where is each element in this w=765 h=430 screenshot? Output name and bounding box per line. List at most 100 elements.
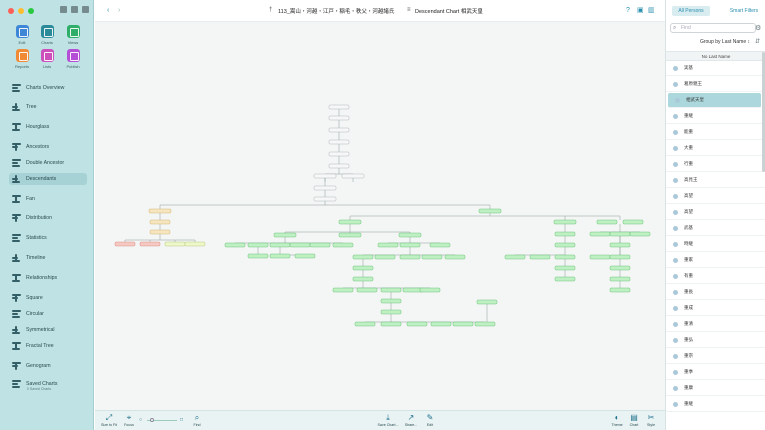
nav-item-charts-overview[interactable]: Charts Overview — [9, 82, 87, 94]
person-row[interactable]: 葛原親王 — [666, 77, 765, 92]
person-row[interactable]: 高見王 — [666, 173, 765, 188]
person-node[interactable] — [332, 242, 354, 248]
person-node[interactable] — [114, 241, 136, 247]
person-row[interactable]: 重弘 — [666, 333, 765, 348]
person-node[interactable] — [380, 298, 402, 304]
person-node[interactable] — [609, 276, 631, 282]
person-node[interactable] — [269, 253, 291, 259]
tab-all-persons[interactable]: All Persons — [672, 6, 710, 16]
person-node[interactable] — [609, 242, 631, 248]
person-node[interactable] — [554, 242, 576, 248]
person-node[interactable] — [554, 231, 576, 237]
focus-button[interactable]: ⌖ Focus — [117, 413, 141, 427]
person-node[interactable] — [374, 254, 396, 260]
person-row[interactable]: 重成 — [666, 301, 765, 316]
person-node[interactable] — [399, 254, 421, 260]
person-node[interactable] — [553, 219, 577, 225]
scrollbar[interactable] — [762, 52, 765, 172]
person-node[interactable] — [589, 254, 611, 260]
nav-item-relationships[interactable]: Relationships — [9, 272, 87, 284]
edit-app-button[interactable]: Edit — [10, 25, 34, 45]
person-node[interactable] — [273, 232, 297, 238]
person-row[interactable]: 行重 — [666, 157, 765, 172]
person-row[interactable]: 相武天皇 — [668, 93, 761, 108]
person-node[interactable] — [609, 231, 631, 237]
person-node[interactable] — [289, 242, 311, 248]
person-row[interactable]: 重継 — [666, 109, 765, 124]
group-by-select[interactable]: Group by Last Name ↕ — [670, 37, 754, 47]
person-search-input[interactable]: ⌕ Find — [670, 23, 756, 33]
bookmark-icon[interactable] — [71, 6, 78, 13]
save-chart-button[interactable]: ⤓ Save Chart... — [376, 413, 400, 427]
person-node[interactable] — [419, 287, 441, 293]
person-node[interactable] — [421, 254, 443, 260]
style-button[interactable]: ✂ Style — [639, 413, 663, 427]
minimize-window-button[interactable] — [18, 8, 24, 14]
nav-item-fractal-tree[interactable]: Fractal Tree — [9, 340, 87, 352]
window-layout-icon[interactable]: ▣ — [637, 7, 644, 14]
person-row[interactable]: 重康 — [666, 381, 765, 396]
person-node[interactable] — [629, 231, 651, 237]
person-row[interactable]: 大重 — [666, 141, 765, 156]
back-button[interactable]: ‹ — [107, 7, 110, 14]
find-button[interactable]: ⌕ Find — [185, 413, 209, 427]
person-node[interactable] — [352, 276, 374, 282]
nav-item-statistics[interactable]: Statistics — [9, 232, 87, 244]
person-node[interactable] — [622, 219, 644, 225]
person-node[interactable] — [377, 242, 399, 248]
person-node[interactable] — [596, 219, 618, 225]
person-node[interactable] — [139, 241, 161, 247]
person-row[interactable]: 重継 — [666, 397, 765, 412]
person-node[interactable] — [452, 321, 474, 327]
person-node[interactable] — [352, 265, 374, 271]
person-node[interactable] — [380, 321, 402, 327]
forward-button[interactable]: › — [118, 7, 121, 14]
person-node[interactable] — [554, 276, 576, 282]
person-node[interactable] — [224, 242, 246, 248]
person-node[interactable] — [589, 231, 611, 237]
person-node[interactable] — [341, 173, 365, 179]
person-row[interactable]: 重長 — [666, 285, 765, 300]
person-node[interactable] — [148, 208, 172, 214]
person-node[interactable] — [356, 287, 378, 293]
person-node[interactable] — [430, 321, 452, 327]
person-row[interactable]: 能重 — [666, 125, 765, 140]
lists-app-button[interactable]: Lists — [35, 49, 59, 69]
nav-item-genogram[interactable]: Genogram — [9, 360, 87, 372]
reports-app-button[interactable]: Reports — [10, 49, 34, 69]
person-node[interactable] — [328, 104, 350, 110]
person-node[interactable] — [269, 242, 291, 248]
person-node[interactable] — [184, 241, 206, 247]
person-node[interactable] — [338, 219, 362, 225]
person-node[interactable] — [328, 151, 350, 157]
person-node[interactable] — [338, 232, 362, 238]
views-app-button[interactable]: Views — [61, 25, 85, 45]
person-node[interactable] — [294, 253, 316, 259]
person-row[interactable]: 実基 — [666, 61, 765, 76]
tag-icon[interactable] — [60, 6, 67, 13]
nav-item-hourglass[interactable]: Hourglass — [9, 121, 87, 133]
person-node[interactable] — [504, 254, 526, 260]
edit-button[interactable]: ✎ Edit — [418, 413, 442, 427]
zoom-window-button[interactable] — [28, 8, 34, 14]
person-node[interactable] — [609, 254, 631, 260]
nav-item-timeline[interactable]: Timeline — [9, 252, 87, 264]
person-node[interactable] — [328, 115, 350, 121]
nav-item-tree[interactable]: Tree — [9, 101, 87, 113]
sort-icon[interactable]: ⇵ — [755, 39, 761, 45]
person-node[interactable] — [554, 265, 576, 271]
share-button[interactable]: ↗ Share... — [399, 413, 423, 427]
nav-item-square[interactable]: Square — [9, 292, 87, 304]
person-node[interactable] — [609, 287, 631, 293]
nav-item-descendants[interactable]: Descendants — [9, 173, 87, 185]
person-node[interactable] — [406, 321, 428, 327]
nav-item-circular[interactable]: Circular — [9, 308, 87, 320]
nav-item-saved-charts[interactable]: Saved Charts — [9, 378, 87, 390]
charts-app-button[interactable]: Charts — [35, 25, 59, 45]
person-row[interactable]: 高望 — [666, 189, 765, 204]
person-node[interactable] — [328, 139, 350, 145]
nav-item-distribution[interactable]: Distribution — [9, 212, 87, 224]
person-row[interactable]: 重季 — [666, 365, 765, 380]
sidebar-toggle-icon[interactable]: ▥ — [648, 7, 655, 14]
gear-icon[interactable]: ⚙ — [755, 25, 762, 32]
